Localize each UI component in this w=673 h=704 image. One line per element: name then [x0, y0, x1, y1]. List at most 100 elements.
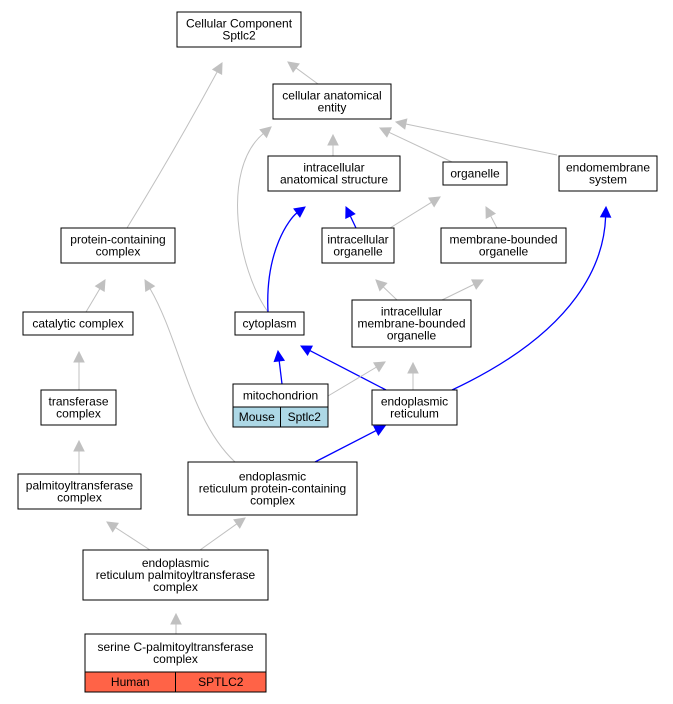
edge-line: [314, 429, 377, 463]
node-label-line: endoplasmic: [142, 556, 209, 570]
node-organelle[interactable]: organelle: [442, 161, 508, 186]
node-label-line: system: [589, 173, 627, 187]
arrowhead: [327, 133, 339, 146]
arrowhead: [373, 361, 386, 373]
node-label-line: endoplasmic: [239, 470, 306, 484]
node-label-line: protein-containing: [70, 233, 165, 247]
edge-endoplasmic-reticulum-to-endomembrane-system: [451, 205, 612, 391]
species-label: Human: [111, 675, 150, 689]
node-label-line: endomembrane: [566, 161, 650, 175]
node-label-line: membrane-bounded: [357, 317, 465, 331]
node-label-line: Sptlc2: [222, 29, 256, 43]
node-label-line: reticulum protein-containing: [199, 482, 346, 496]
arrowhead: [378, 127, 392, 138]
node-box: [558, 155, 658, 192]
edge-mitochondrion-to-cytoplasm: [273, 349, 286, 385]
node-serine-c-palmitoyltransferase-complex[interactable]: serine C-palmitoyltransferasecomplexHuma…: [84, 633, 267, 693]
edge-er-protein-containing-complex-to-endoplasmic-reticulum: [314, 425, 386, 463]
arrowhead: [428, 196, 441, 208]
edge-intracellular-organelle-to-intracellular-anatomical-structure: [345, 205, 357, 229]
node-label-line: catalytic complex: [32, 317, 123, 331]
node-label-line: palmitoyltransferase: [26, 479, 134, 493]
node-box: [267, 155, 401, 192]
edge-line: [295, 67, 319, 85]
node-label-line: transferase: [48, 395, 108, 409]
arrowhead: [407, 361, 419, 374]
node-label-line: complex: [153, 652, 198, 666]
edge-organelle-to-cellular-anatomical-entity: [378, 127, 453, 163]
edge-line: [278, 360, 283, 385]
arrowhead: [599, 205, 612, 218]
arrowhead: [273, 349, 286, 363]
arrowhead: [373, 425, 386, 436]
node-label-line: cellular anatomical: [282, 89, 381, 103]
node-box: [440, 227, 567, 264]
node-label-line: intracellular: [327, 233, 388, 247]
arrowhead: [170, 612, 182, 625]
species-label: Mouse: [239, 410, 275, 424]
gene-cell: [175, 671, 267, 693]
edge-cytoplasm-to-intracellular-anatomical-structure: [267, 206, 306, 313]
node-label-line: intracellular: [381, 305, 442, 319]
edge-endoplasmic-reticulum-to-intracellular-membrane-bounded-organelle: [407, 361, 419, 390]
node-label-line: reticulum palmitoyltransferase: [96, 568, 256, 582]
edge-line: [451, 216, 607, 391]
arrowhead: [144, 279, 156, 292]
node-label-line: reticulum: [390, 407, 439, 421]
edge-membrane-bounded-organelle-to-organelle: [485, 206, 498, 229]
edge-line: [237, 133, 269, 313]
node-box: [40, 389, 117, 426]
node-label-line: complex: [250, 494, 295, 508]
edge-line: [382, 286, 398, 301]
edge-line: [405, 123, 558, 156]
gene-label: Sptlc2: [288, 410, 322, 424]
node-label-line: complex: [153, 580, 198, 594]
edge-catalytic-complex-to-protein-containing-complex: [85, 279, 106, 313]
arrowhead: [345, 205, 356, 219]
edge-er-palmitoyltransferase-complex-to-er-protein-containing-complex: [199, 517, 246, 551]
edge-line: [389, 201, 432, 229]
node-label-line: serine C-palmitoyltransferase: [97, 640, 253, 654]
arrowhead: [211, 62, 223, 75]
node-label-line: endoplasmic: [381, 395, 448, 409]
arrowhead: [485, 206, 497, 219]
node-box: [321, 227, 395, 264]
edge-intracellular-organelle-to-organelle: [389, 196, 441, 229]
node-catalytic-complex[interactable]: catalytic complex: [22, 311, 134, 336]
node-cytoplasm[interactable]: cytoplasm: [234, 311, 305, 336]
node-label-line: entity: [318, 101, 347, 115]
edge-mitochondrion-to-intracellular-membrane-bounded-organelle: [327, 361, 386, 397]
edges-layer: [73, 61, 612, 634]
edge-line: [490, 215, 498, 229]
node-box: [82, 549, 269, 601]
node-label-line: complex: [56, 407, 101, 421]
arrowhead: [73, 350, 85, 363]
arrowhead: [375, 279, 388, 292]
node-label-line: organelle: [479, 245, 529, 259]
node-label-line: mitochondrion: [243, 389, 318, 403]
gene-label: SPTLC2: [198, 675, 244, 689]
arrowhead: [73, 439, 85, 452]
edge-palmitoyltransferase-complex-to-transferase-complex: [73, 439, 85, 474]
edge-line: [267, 212, 298, 313]
arrowhead: [287, 61, 300, 73]
node-box: [17, 473, 142, 510]
node-box: [234, 311, 305, 336]
edge-line: [441, 283, 475, 301]
edge-protein-containing-complex-to-cellular-component: [126, 62, 223, 229]
